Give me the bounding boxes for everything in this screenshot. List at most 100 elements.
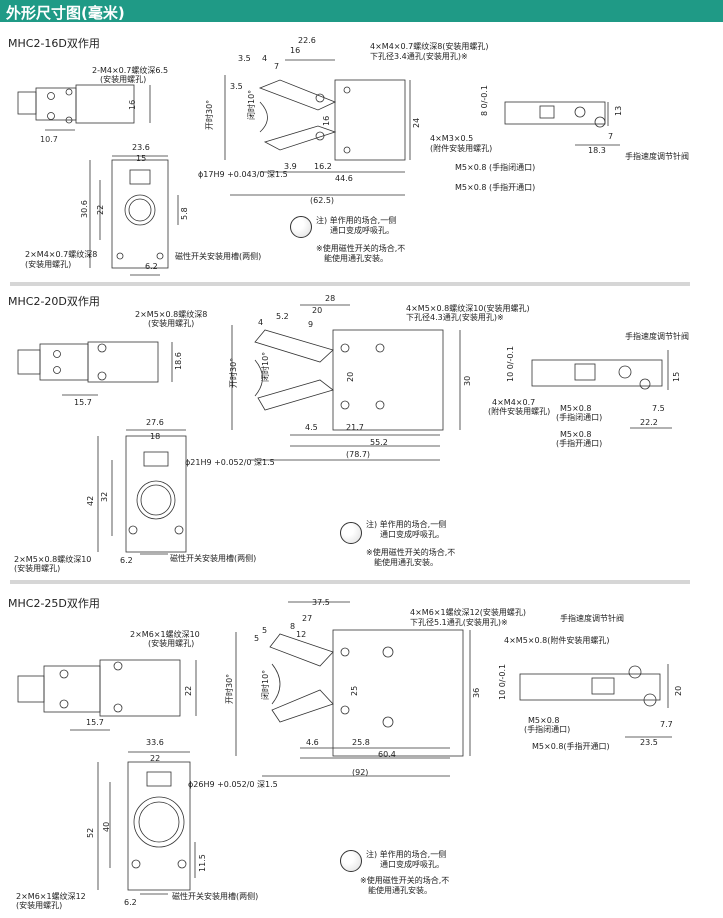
open-dim-9: 16.2 (314, 162, 332, 171)
open-dim-2: 8 (290, 622, 296, 631)
open-angle-close: 闭时10° (261, 351, 270, 382)
note-line-1: 注) 单作用的场合,一侧 (316, 216, 397, 225)
front-bore-label: ϕ26H9 +0.052/0 深1.5 (188, 780, 278, 789)
open-angle-open: 开时30° (229, 357, 238, 388)
front-dim-slot: 5.8 (180, 207, 189, 220)
note-line-2: 通口变成呼吸孔。 (380, 530, 444, 539)
front-dim-bottom: 6.2 (145, 262, 158, 271)
note-line-1: 注) 单作用的场合,一侧 (366, 520, 447, 529)
drawing-20d (17, 304, 672, 555)
right-port-open-sub: (手指开通口) (556, 439, 603, 448)
open-dim-0: 22.6 (298, 36, 316, 45)
open-dim-2: 4 (262, 54, 268, 63)
side-thread-label: 2×M5×0.8螺纹深8 (135, 310, 208, 319)
side-thread-label: 2×M6×1螺纹深10 (130, 630, 200, 639)
right-thread-label: 4×M5×0.8(附件安装用螺孔) (504, 636, 610, 645)
open-dim-11: (92) (352, 768, 369, 777)
open-dim-0: 28 (325, 294, 336, 303)
front-dim-height: 42 (86, 495, 95, 506)
open-hole-label: 下孔径5.1通孔(安装用孔)※ (410, 618, 508, 627)
open-dim-10: (78.7) (346, 450, 371, 459)
right-dim-1: 20 (674, 685, 683, 696)
side-dim-width: 10.7 (40, 135, 58, 144)
right-dim-0: 10 0/-0.1 (498, 663, 507, 700)
side-dim-width: 15.7 (74, 398, 92, 407)
note-line-3: ※使用磁性开关的场合,不 (316, 244, 406, 253)
front-dim-width: 23.6 (132, 143, 150, 152)
open-dim-11: (62.5) (310, 196, 335, 205)
section-divider (10, 282, 690, 286)
right-port-close: M5×0.8 (手指闭通口) (455, 163, 536, 172)
front-slot-label: 磁性开关安装用槽(两侧) (175, 252, 262, 261)
right-thread-sub: (附件安装用螺孔) (430, 144, 493, 153)
front-bore-label: ϕ21H9 +0.052/0 深1.5 (185, 458, 275, 467)
open-dim-2: 5.2 (276, 312, 289, 321)
front-dim-bottom: 6.2 (120, 556, 133, 565)
front-thread-label: 2×M4×0.7螺纹深8 (25, 250, 98, 259)
note-icon (340, 850, 362, 872)
section-mhc2-16d: MHC2-16D双作用 (0, 30, 723, 320)
open-dim-6: 30 (463, 375, 472, 386)
note-line-4: 能使用通孔安装。 (368, 886, 432, 895)
open-dim-5: 3.5 (230, 82, 243, 91)
right-port-close: M5×0.8 (560, 404, 592, 413)
open-dim-3: 4 (258, 318, 264, 327)
note-line-3: ※使用磁性开关的场合,不 (360, 876, 450, 885)
page-title: 外形尺寸图(毫米) (6, 4, 125, 22)
open-dim-4: 9 (308, 320, 314, 329)
open-dim-8: 3.9 (284, 162, 297, 171)
front-thread-sub: (安装用螺孔) (16, 901, 63, 910)
right-dim-2: 7.7 (660, 720, 673, 729)
side-dim-height: 22 (184, 685, 193, 696)
page-header: 外形尺寸图(毫米) (0, 0, 723, 22)
front-dim-bottom: 6.2 (124, 898, 137, 907)
section-title: MHC2-16D双作用 (8, 37, 100, 50)
right-thread-label: 4×M4×0.7 (492, 398, 536, 407)
open-hole-label: 下孔径3.4通孔(安装用孔)※ (370, 52, 468, 61)
open-dim-1: 16 (290, 46, 301, 55)
right-dim-2: 7.5 (652, 404, 665, 413)
right-dim-0: 10 0/-0.1 (506, 345, 515, 382)
open-dim-6: 16 (322, 115, 331, 126)
front-dim-width: 33.6 (146, 738, 164, 747)
right-dim-3: 7 (608, 132, 614, 141)
right-thread-label: 4×M3×0.5 (430, 134, 474, 143)
right-port-close-sub: (手指闭通口) (556, 413, 603, 422)
note-line-4: 能使用通孔安装。 (374, 558, 438, 567)
front-dim-height: 52 (86, 827, 95, 838)
section-title: MHC2-25D双作用 (8, 597, 100, 610)
open-dim-10: 60.4 (378, 750, 396, 759)
right-dim-3: 22.2 (640, 418, 658, 427)
open-dim-8: 4.6 (306, 738, 319, 747)
open-dim-9: 55.2 (370, 438, 388, 447)
front-dim-slot: 11.5 (198, 854, 207, 872)
front-bore-label: ϕ17H9 +0.043/0 深1.5 (198, 170, 288, 179)
right-port-open: M5×0.8 (手指开通口) (455, 183, 536, 192)
side-thread-sub: (安装用螺孔) (100, 75, 147, 84)
note-line-3: ※使用磁性开关的场合,不 (366, 548, 456, 557)
side-thread-sub: (安装用螺孔) (148, 639, 195, 648)
open-angle-open: 开时30° (205, 99, 214, 130)
right-valve-label: 手指速度调节针阀 (625, 152, 689, 161)
front-dim-bore: 40 (102, 821, 111, 832)
section-mhc2-25d: MHC2-25D双作用 (0, 592, 723, 918)
front-thread-label: 2×M6×1螺纹深12 (16, 892, 86, 901)
right-valve-label: 手指速度调节针阀 (625, 332, 689, 341)
right-dim-2: 18.3 (588, 146, 606, 155)
front-thread-sub: (安装用螺孔) (14, 564, 61, 573)
open-thread-label: 4×M6×1螺纹深12(安装用螺孔) (410, 608, 526, 617)
front-dim-height: 30.6 (80, 200, 89, 218)
front-thread-label: 2×M5×0.8螺纹深10 (14, 555, 92, 564)
open-dim-5: 20 (346, 371, 355, 382)
open-dim-6: 25 (350, 685, 359, 696)
front-dim-inner: 15 (136, 154, 147, 163)
open-dim-3: 7 (274, 62, 280, 71)
open-dim-3: 12 (296, 630, 307, 639)
section-title: MHC2-20D双作用 (8, 295, 100, 308)
right-dim-0: 8 0/-0.1 (480, 84, 489, 116)
open-dim-5: 5 (254, 634, 260, 643)
side-thread-label: 2-M4×0.7螺纹深6.5 (92, 66, 169, 75)
side-thread-sub: (安装用螺孔) (148, 319, 195, 328)
open-dim-7: 4.5 (305, 423, 318, 432)
right-dim-3: 23.5 (640, 738, 658, 747)
